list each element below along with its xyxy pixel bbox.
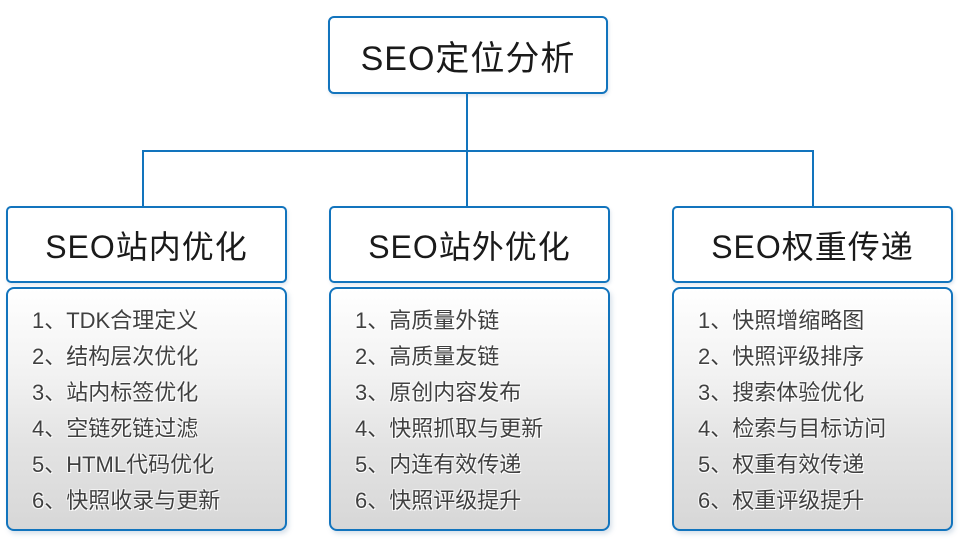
list-item: 3、搜索体验优化 xyxy=(698,380,865,405)
branch-node-weight-label: SEO权重传递 xyxy=(711,228,914,265)
weight-transfer-list: 1、快照增缩略图 2、快照评级排序 3、搜索体验优化 4、检索与目标访问 5、权… xyxy=(672,287,953,531)
root-node-label: SEO定位分析 xyxy=(360,39,576,78)
list-item: 1、快照增缩略图 xyxy=(698,308,865,333)
offsite-seo-list: 1、高质量外链 2、高质量友链 3、原创内容发布 4、快照抓取与更新 5、内连有… xyxy=(329,287,610,531)
list-item: 2、高质量友链 xyxy=(355,344,500,369)
list-item: 4、空链死链过滤 xyxy=(32,416,199,441)
list-item: 2、结构层次优化 xyxy=(32,344,199,369)
list-item: 3、原创内容发布 xyxy=(355,380,522,405)
list-item: 5、权重有效传递 xyxy=(698,452,865,477)
branch-node-offsite-seo[interactable]: SEO站外优化 xyxy=(329,206,610,283)
list-item: 4、快照抓取与更新 xyxy=(355,416,544,441)
branch-node-weight-transfer[interactable]: SEO权重传递 xyxy=(672,206,953,283)
list-item: 2、快照评级排序 xyxy=(698,344,865,369)
list-item: 5、HTML代码优化 xyxy=(32,452,215,477)
connector-drop-right xyxy=(812,150,814,206)
branch-node-offsite-label: SEO站外优化 xyxy=(368,228,571,265)
onsite-seo-list: 1、TDK合理定义 2、结构层次优化 3、站内标签优化 4、空链死链过滤 5、H… xyxy=(6,287,287,531)
connector-drop-middle xyxy=(466,150,468,206)
branch-node-onsite-label: SEO站内优化 xyxy=(45,228,248,265)
list-item: 6、快照评级提升 xyxy=(355,488,522,513)
list-item: 1、TDK合理定义 xyxy=(32,308,199,333)
list-item: 1、高质量外链 xyxy=(355,308,500,333)
connector-root-stem xyxy=(466,94,468,151)
list-item: 3、站内标签优化 xyxy=(32,380,199,405)
list-item: 4、检索与目标访问 xyxy=(698,416,887,441)
list-item: 6、快照收录与更新 xyxy=(32,488,221,513)
root-node[interactable]: SEO定位分析 xyxy=(328,16,608,94)
connector-horizontal-bar xyxy=(142,150,814,152)
list-item: 5、内连有效传递 xyxy=(355,452,522,477)
branch-node-onsite-seo[interactable]: SEO站内优化 xyxy=(6,206,287,283)
connector-drop-left xyxy=(142,150,144,206)
list-item: 6、权重评级提升 xyxy=(698,488,865,513)
